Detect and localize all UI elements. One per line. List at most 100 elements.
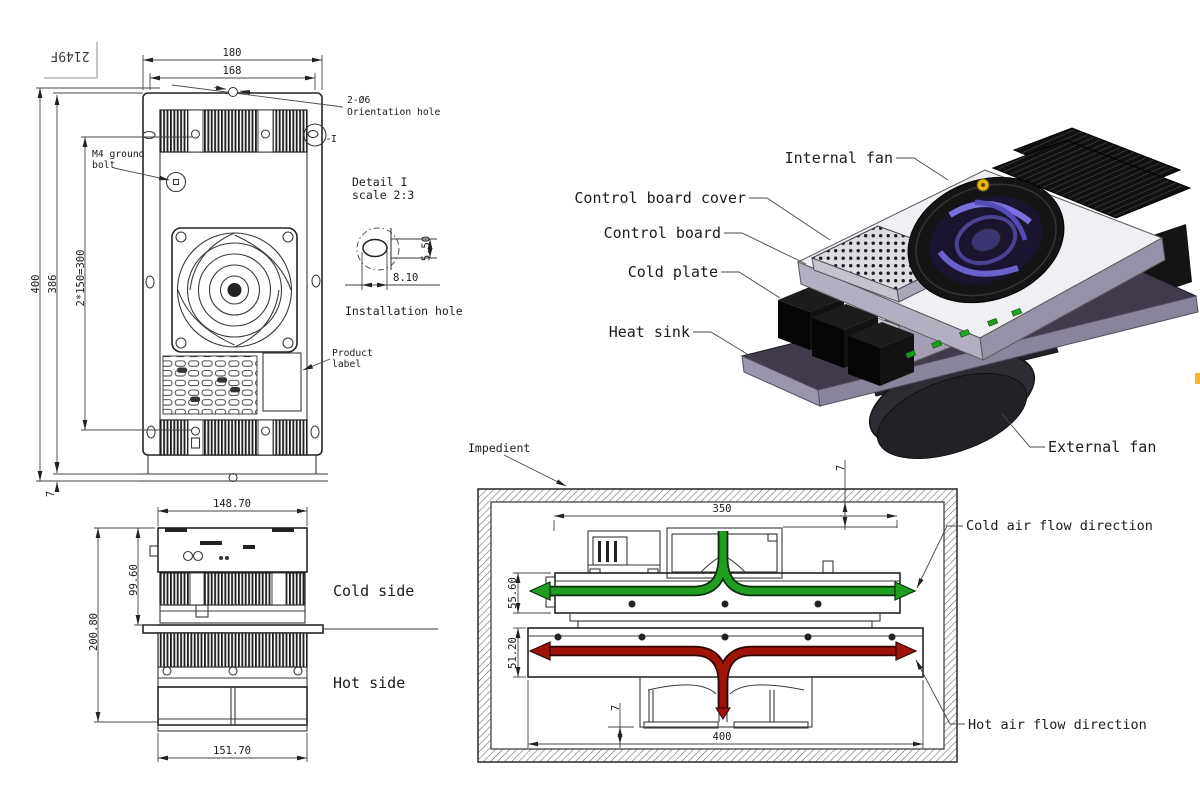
louver-dark-1 — [177, 367, 188, 373]
dim-55-60: 55.60 — [507, 577, 519, 609]
front-fan-grille — [171, 227, 298, 353]
louver-dark-4 — [230, 387, 241, 393]
dim-51-20: 51.20 — [507, 637, 519, 669]
orientation-hole-top — [228, 87, 238, 97]
iso-cover-left — [811, 257, 900, 303]
detail-caption: Installation hole — [345, 304, 463, 318]
front-top-screw-right — [260, 129, 271, 139]
iso-cold-plate-blocks — [778, 286, 914, 386]
detail-I-circle — [303, 123, 327, 147]
hot-air-flow — [528, 641, 918, 720]
orientation-hole-slot — [307, 129, 319, 139]
front-slot-midleft — [145, 275, 155, 289]
side-view: Cold side Hot side 148.70 99.60 200.80 1… — [88, 498, 438, 762]
side-hot-screw-1 — [162, 666, 172, 676]
dim-hole-spacing: 2*150=300 — [75, 250, 87, 307]
front-top-screw-left — [190, 129, 201, 139]
cold-flow-leader — [916, 525, 963, 589]
cold-arrow-left — [528, 581, 551, 601]
detail-phantom-circle — [356, 227, 400, 271]
external-fan-label: External fan — [1048, 438, 1156, 456]
product-label-box — [262, 352, 302, 412]
hot-side-label: Hot side — [333, 674, 405, 692]
side-vent-bar-1 — [200, 541, 222, 545]
control-board-label: Control board — [604, 224, 721, 242]
side-hot-band — [157, 666, 308, 688]
cold-arrow-right — [894, 581, 917, 601]
side-cold-fin-gap-2 — [271, 572, 287, 606]
stamp-text: 2149F — [50, 48, 89, 63]
side-fan-base — [157, 724, 308, 732]
dim-151-70: 151.70 — [213, 745, 251, 757]
side-hot-screw-2 — [228, 666, 238, 676]
ground-bolt — [165, 171, 187, 193]
product-label-leader — [302, 358, 331, 371]
dim-edge-7: 7 — [45, 491, 57, 497]
cold-flow-label: Cold air flow direction — [966, 518, 1153, 534]
enclosure-interior — [490, 501, 945, 750]
hot-flow-leader — [915, 659, 965, 725]
side-dot-2 — [225, 556, 229, 560]
impedient-leader — [503, 454, 567, 487]
front-endplate-hole — [228, 472, 238, 483]
dim-gap-top: 7 — [835, 465, 847, 471]
side-flange-plate — [142, 624, 324, 634]
side-knob-2 — [192, 550, 204, 562]
hot-flow-label: Hot air flow direction — [968, 717, 1147, 733]
front-slot-topleft — [142, 130, 156, 140]
dim-gap-bottom: 7 — [610, 705, 622, 711]
fan-hub — [227, 283, 242, 297]
scan-artifact — [1195, 373, 1200, 384]
iso-top-fins-front — [991, 139, 1192, 219]
hot-stem-tip — [715, 707, 731, 720]
iso-internal-fan — [907, 176, 1065, 304]
iso-grommet-center — [981, 183, 985, 187]
section-dimensions: 350 7 55.60 51.20 400 7 — [507, 460, 924, 748]
louver-dark-2 — [217, 377, 228, 383]
orientation-hole-label-1: 2-Ø6 — [347, 94, 370, 106]
ground-bolt-leader — [113, 167, 170, 181]
front-bottom-fins — [159, 419, 308, 456]
side-hot-fins — [157, 632, 308, 668]
heat-sink-label: Heat sink — [609, 323, 690, 341]
front-top-fins — [159, 109, 308, 153]
orientation-arrow-right — [239, 89, 253, 95]
dim-148-70: 148.70 — [213, 498, 251, 510]
side-cold-fin-gap-1 — [189, 572, 205, 606]
dim-386: 386 — [47, 275, 59, 294]
side-top-tab-2 — [272, 528, 294, 532]
control-board-cover-label: Control board cover — [574, 189, 746, 207]
front-top-fin-gap-right — [257, 109, 274, 153]
dim-350: 350 — [713, 503, 732, 515]
iso-view: Internal fan Control board cover Control… — [574, 127, 1199, 459]
front-dimensions: 180 168 400 386 2*150=300 7 — [30, 47, 323, 497]
louver-dark-3 — [190, 396, 201, 402]
ground-bolt-label-1: M4 ground — [92, 149, 145, 160]
dim-99-60: 99.60 — [128, 564, 140, 596]
section-view: Impedient — [468, 441, 1153, 763]
ground-bolt-label-2: bolt — [92, 160, 115, 171]
dim-400-bottom: 400 — [713, 731, 732, 743]
cold-air-flow — [528, 531, 917, 601]
iso-top-plate-side-right — [979, 237, 1166, 361]
iso-flange-edge-right — [817, 295, 1199, 407]
front-top-fin-gap-left — [187, 109, 204, 153]
side-knob-1 — [182, 550, 194, 562]
detail-title-1: Detail I — [352, 175, 407, 189]
impedient-label: Impedient — [468, 441, 530, 455]
orientation-arrow-left — [213, 85, 227, 91]
dim-8-10: 8.10 — [393, 272, 418, 284]
side-top-tab-1 — [165, 528, 187, 532]
front-bottom-fin-gap-right — [257, 419, 274, 456]
iso-pcb-parts — [905, 307, 1023, 359]
hot-arrow-right — [895, 641, 918, 661]
side-connector — [149, 545, 159, 557]
internal-fan-label: Internal fan — [785, 149, 893, 167]
dim-180: 180 — [223, 47, 242, 59]
cold-plate-label: Cold plate — [628, 263, 718, 281]
hot-arrow-left — [528, 641, 551, 661]
side-duct-band — [159, 604, 306, 624]
product-label-2: label — [332, 359, 361, 370]
